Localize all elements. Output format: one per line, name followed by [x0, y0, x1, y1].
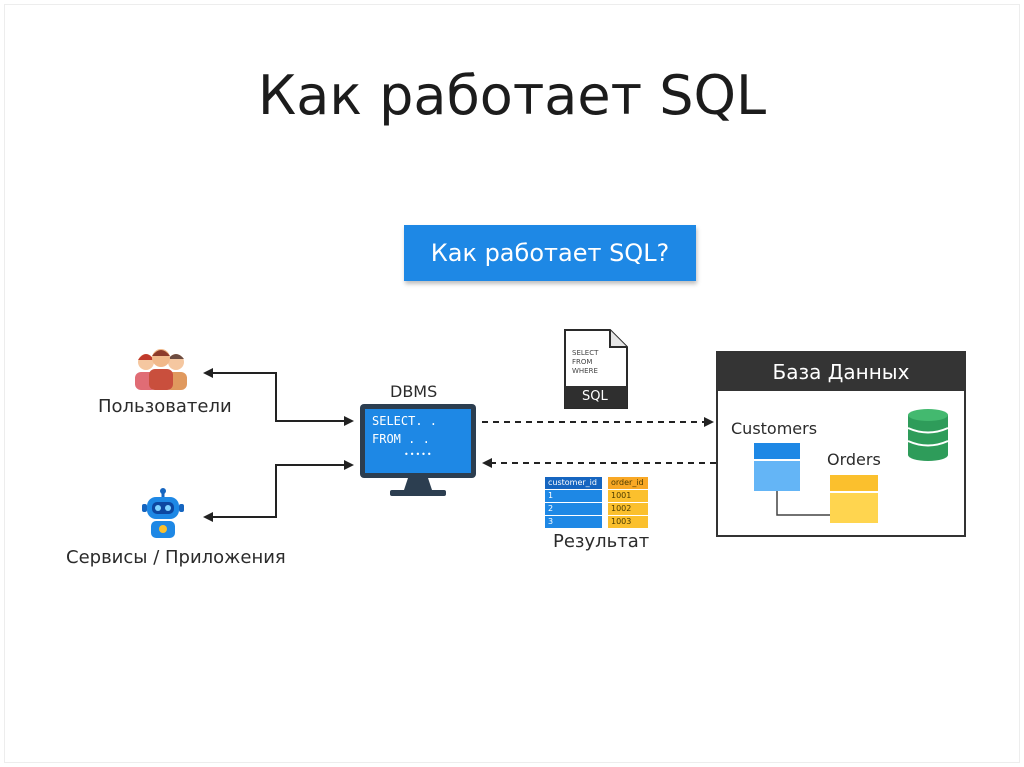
- database-header: База Данных: [718, 353, 964, 391]
- services-dbms-arrow: [203, 460, 354, 522]
- screen-line-1: SELECT. .: [372, 414, 438, 428]
- dbms-label: DBMS: [390, 382, 438, 401]
- result-table-row: 1 1001: [545, 490, 648, 502]
- result-cell: 1002: [608, 503, 648, 515]
- result-cell: 1003: [608, 516, 648, 528]
- result-table-row: 2 1002: [545, 503, 648, 515]
- slide-title: Как работает SQL: [257, 64, 767, 127]
- sql-doc-line-1: SELECT: [572, 349, 599, 357]
- users-group-icon: [135, 349, 187, 390]
- result-header-order-id: order_id: [608, 477, 648, 489]
- customers-label: Customers: [731, 419, 818, 438]
- database-cylinder-icon: [907, 409, 949, 461]
- result-cell: 2: [545, 503, 602, 515]
- sql-document-shape: [564, 329, 628, 409]
- result-label: Результат: [553, 531, 650, 552]
- sql-doc-line-3: WHERE: [572, 367, 598, 375]
- database-tables-graphic: [754, 409, 949, 523]
- screen-line-2: FROM . .: [372, 432, 430, 446]
- screen-dots: •••••: [404, 450, 433, 459]
- orders-label: Orders: [827, 450, 881, 469]
- users-label: Пользователи: [98, 396, 232, 417]
- robot-icon: [142, 488, 184, 538]
- sql-doc-line-2: FROM: [572, 358, 593, 366]
- database-panel: База Данных Customers Orders: [716, 351, 966, 537]
- services-label: Сервисы / Приложения: [66, 547, 286, 568]
- result-cell: 1001: [608, 490, 648, 502]
- sql-document-icon: SELECT FROM WHERE SQL: [562, 328, 630, 414]
- result-table-row: 3 1003: [545, 516, 648, 528]
- result-header-customer-id: customer_id: [545, 477, 602, 489]
- result-table: customer_id order_id 1 1001 2 1002 3 100…: [545, 477, 648, 529]
- orders-table-icon: [830, 475, 878, 523]
- result-cell: 1: [545, 490, 602, 502]
- diagram-banner: Как работает SQL?: [404, 225, 696, 281]
- sql-doc-tag: SQL: [582, 389, 608, 404]
- result-table-header: customer_id order_id: [545, 477, 648, 489]
- monitor-icon: [360, 404, 476, 496]
- customers-table-icon: [754, 443, 800, 491]
- result-cell: 3: [545, 516, 602, 528]
- users-dbms-arrow: [203, 368, 354, 426]
